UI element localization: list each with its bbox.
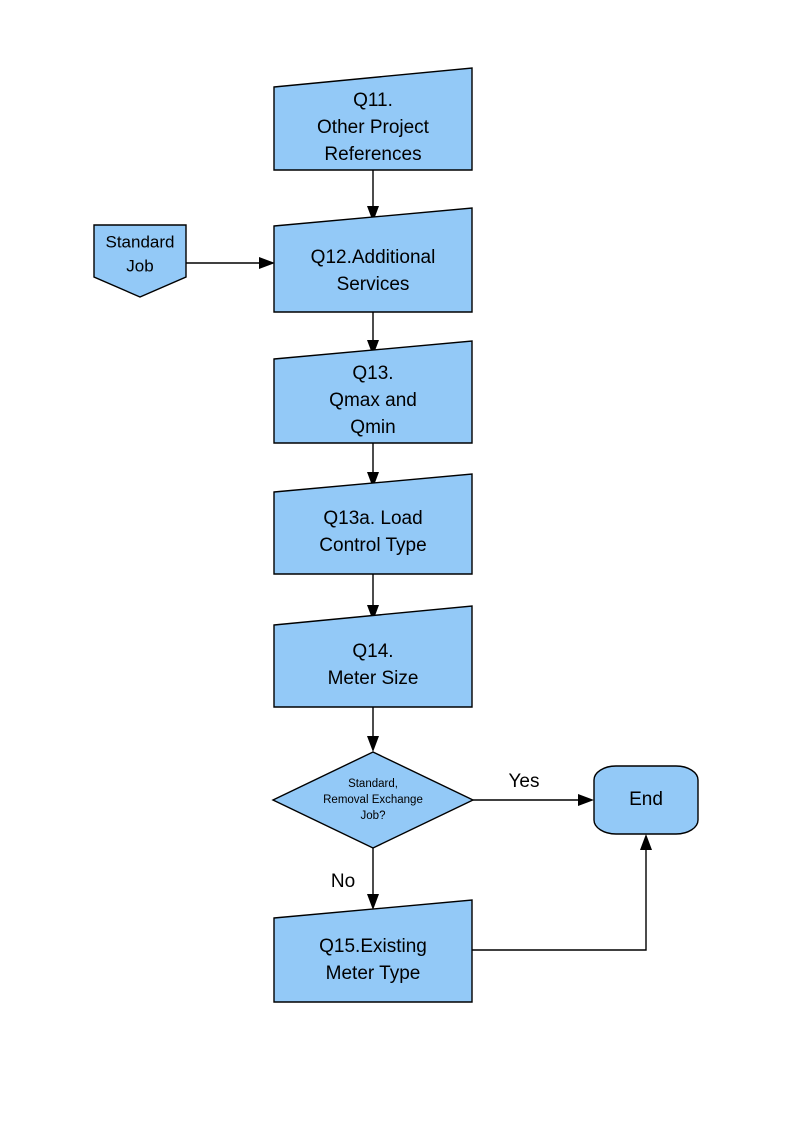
arrowhead-icon (367, 206, 379, 222)
node-q13-shape[interactable] (273, 340, 473, 444)
node-q12-line-1: Q12.Additional (311, 247, 436, 268)
edge-layer: Yes No (186, 170, 652, 951)
arrowhead-icon (367, 340, 379, 356)
node-decision-line-3: Job? (361, 810, 386, 822)
edge-label-no: No (331, 871, 355, 892)
node-q12[interactable]: Q12.Additional Services (273, 207, 473, 313)
node-q12-line-2: Services (337, 274, 410, 295)
edge-decision-to-end: Yes (473, 771, 594, 806)
node-layer: Q11. Other Project References Standard J… (93, 67, 699, 1003)
node-q13a-shape[interactable] (273, 473, 473, 575)
node-end-shape[interactable] (593, 765, 699, 835)
edge-q11-to-q12 (367, 170, 379, 222)
arrowhead-icon (578, 794, 594, 806)
node-end[interactable]: End (593, 765, 699, 835)
arrowhead-icon (367, 605, 379, 621)
node-q11[interactable]: Q11. Other Project References (273, 67, 473, 171)
node-standard-job-line-1: Standard (106, 232, 175, 251)
node-q14-shape[interactable] (273, 605, 473, 708)
node-q11-shape[interactable] (273, 67, 473, 171)
node-standard-job-line-2: Job (126, 256, 153, 275)
node-decision-line-2: Removal Exchange (323, 794, 423, 806)
node-q14-line-2: Meter Size (328, 668, 419, 689)
node-q13[interactable]: Q13. Qmax and Qmin (273, 340, 473, 444)
node-q15-line-1: Q15.Existing (319, 936, 427, 957)
node-q11-line-2: Other Project (317, 117, 430, 138)
arrowhead-icon (367, 472, 379, 488)
node-q12-shape[interactable] (273, 207, 473, 313)
edge-q14-to-decision (367, 707, 379, 752)
node-q13a-line-2: Control Type (319, 535, 426, 556)
node-q15-shape[interactable] (273, 899, 473, 1003)
node-q15-line-2: Meter Type (326, 963, 421, 984)
node-decision-line-1: Standard, (348, 778, 398, 790)
node-decision[interactable]: Standard, Removal Exchange Job? (271, 751, 475, 849)
edge-q15-to-end (472, 834, 652, 951)
edge-q13a-to-q14 (367, 574, 379, 621)
edge-line (472, 842, 647, 951)
node-standard-job-shape[interactable] (93, 224, 187, 298)
node-q13-line-1: Q13. (352, 363, 393, 384)
arrowhead-icon (367, 894, 379, 910)
edge-decision-to-q15: No (331, 848, 379, 910)
node-q13a[interactable]: Q13a. Load Control Type (273, 473, 473, 575)
edge-q13-to-q13a (367, 443, 379, 488)
node-q14[interactable]: Q14. Meter Size (273, 605, 473, 708)
node-decision-shape[interactable] (271, 751, 475, 849)
node-q13-line-2: Qmax and (329, 390, 417, 411)
edge-standardjob-to-q12 (186, 257, 275, 269)
node-q13-line-3: Qmin (350, 417, 395, 438)
arrowhead-icon (640, 834, 652, 850)
edge-q12-to-q13 (367, 312, 379, 356)
node-q15[interactable]: Q15.Existing Meter Type (273, 899, 473, 1003)
node-q11-line-3: References (324, 144, 421, 165)
edge-label-yes: Yes (509, 771, 540, 792)
arrowhead-icon (259, 257, 275, 269)
arrowhead-icon (367, 736, 379, 752)
node-q11-line-1: Q11. (353, 90, 393, 111)
node-q13a-line-1: Q13a. Load (323, 508, 422, 529)
node-end-label: End (629, 789, 663, 810)
node-standard-job[interactable]: Standard Job (93, 224, 187, 298)
node-q14-line-1: Q14. (352, 641, 393, 662)
